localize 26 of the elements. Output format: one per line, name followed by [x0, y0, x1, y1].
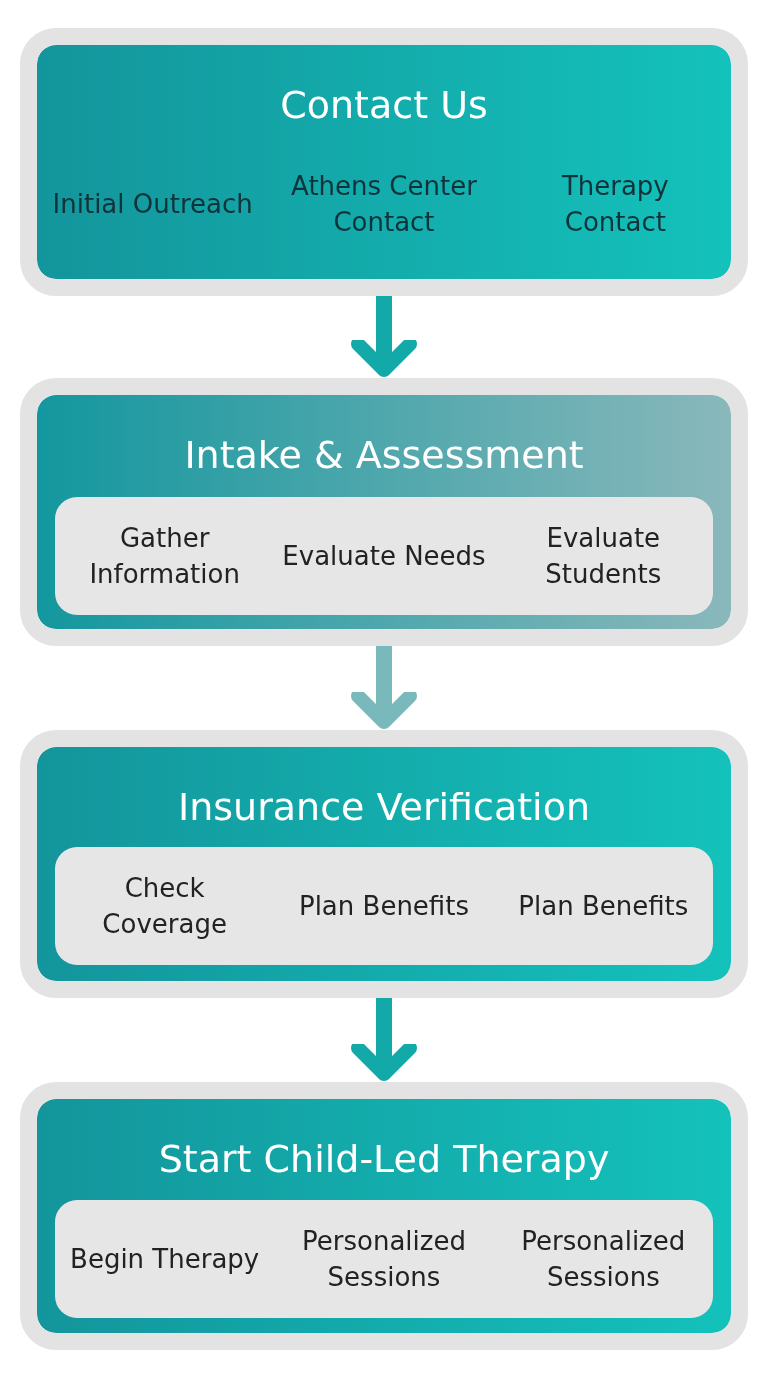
step-label: Personalized Sessions [301, 1225, 467, 1294]
arrow [351, 998, 417, 1081]
step-label: Personalized Sessions [520, 1225, 687, 1294]
step-label: Plan Benefits [297, 890, 470, 923]
step-label: Gather Information [88, 522, 241, 591]
step-label: Plan Benefits [517, 890, 690, 923]
arrow [351, 296, 417, 377]
stage-title: Contact Us [279, 82, 489, 129]
stage-card [20, 730, 748, 998]
stage-card [20, 28, 748, 296]
stage-card [20, 1082, 748, 1350]
step-label: Evaluate Students [544, 522, 663, 591]
arrow [351, 646, 417, 729]
step-label: Initial Outreach [51, 188, 254, 221]
stage-title: Start Child-Led Therapy [157, 1136, 611, 1183]
step-label: Athens Center Contact [290, 170, 478, 239]
step-label: Therapy Contact [560, 170, 670, 239]
step-panel [55, 847, 713, 965]
stage-title: Intake & Assessment [183, 432, 585, 479]
stage-card [20, 378, 748, 646]
step-label: Evaluate Needs [281, 540, 487, 573]
stage-title: Insurance Verification [177, 784, 591, 831]
step-panel [55, 1200, 713, 1318]
step-label: Check Coverage [101, 872, 228, 941]
step-panel [55, 497, 713, 615]
step-label: Begin Therapy [69, 1243, 261, 1276]
